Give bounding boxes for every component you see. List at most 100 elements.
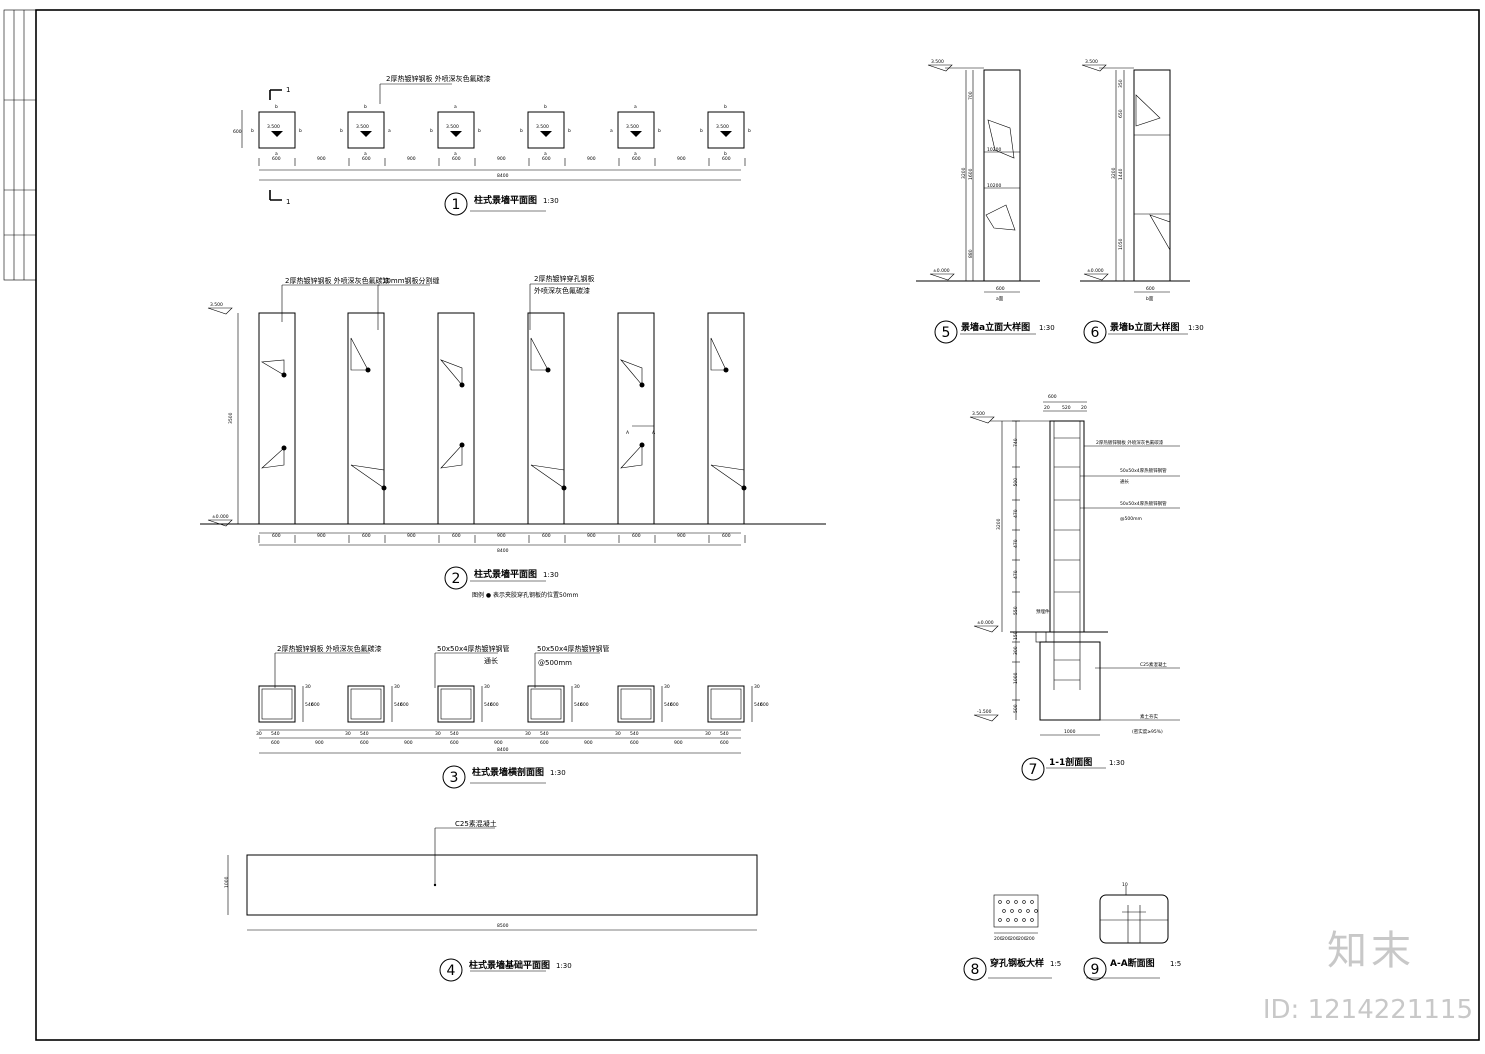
d8-dim: 200 — [1010, 936, 1019, 942]
d8-hole — [1034, 909, 1038, 913]
d2-seg-dim: 900 — [407, 533, 416, 539]
d1-seg-dim: 900 — [587, 156, 596, 162]
d2-anchor-dot — [723, 367, 729, 373]
d6-base: 600 — [1146, 286, 1155, 292]
d1-height-dim: 600 — [233, 129, 242, 135]
d7-w-top: 600 — [1048, 394, 1057, 400]
d3-v-dim: 540 — [484, 702, 493, 708]
d7-note-a: 2厚热镀锌钢板 外喷深灰色氟碳漆 — [1096, 439, 1164, 446]
d5-small-1: 10200 — [987, 183, 1001, 189]
d8-hole — [1022, 918, 1026, 922]
d2-seg-dim: 600 — [722, 533, 731, 539]
d2-seg-dim: 600 — [272, 533, 281, 539]
d1-cut-label-top: 1 — [286, 86, 290, 94]
d2-sub: 图例 ● 表示夹胶穿孔钢板的位置50mm — [472, 591, 579, 599]
drawing-5-elevation-a: 3.500 ±0.000 3200 700 1600 880 10200 102… — [916, 59, 1040, 335]
d2-seg-dim: 600 — [632, 533, 641, 539]
d8-hole — [1014, 918, 1018, 922]
d7-v-dim-bot: 150 — [1013, 631, 1019, 640]
d2-seg-dim: 900 — [587, 533, 596, 539]
d4-height: 1000 — [224, 876, 230, 888]
d1-left-letter: b — [520, 128, 523, 134]
d7-footing — [1039, 641, 1101, 721]
d2-number: 2 — [452, 571, 461, 587]
d1-elev-marker — [720, 131, 732, 137]
sheet-border — [35, 9, 1480, 1041]
d4-number: 4 — [447, 963, 456, 979]
d4-note: C25素混凝土 — [455, 819, 497, 828]
d5-elev-bot: ±0.000 — [933, 268, 950, 274]
d5-scale: 1:30 — [1039, 324, 1055, 332]
d2-height: 3500 — [228, 412, 234, 424]
d3-inner: 540 — [450, 731, 459, 737]
d3-v-total: 600 — [400, 702, 409, 708]
d1-top-letter: b — [364, 104, 367, 110]
d5-label: a面 — [996, 296, 1004, 302]
d6-label: b面 — [1146, 296, 1154, 302]
d6-hatch-lower — [1149, 214, 1171, 252]
d1-scale: 1:30 — [543, 197, 559, 205]
d3-v-side: 30 — [664, 684, 670, 690]
d3-box-outer — [527, 685, 565, 723]
d2-anchor-dot — [639, 442, 645, 448]
d2-note-a: 2厚热镀锌钢板 外喷深灰色氟碳漆 — [285, 276, 390, 285]
d1-right-letter: b — [478, 128, 481, 134]
d1-total: 8400 — [497, 173, 509, 179]
d1-column-plan — [258, 111, 296, 149]
d2-seg-dim: 600 — [362, 533, 371, 539]
d3-width: 600 — [450, 740, 459, 746]
d1-cut-label-bot: 1 — [286, 198, 290, 206]
d1-elev-marker — [450, 131, 462, 137]
d3-v-total: 600 — [311, 702, 320, 708]
d1-elev-marker — [540, 131, 552, 137]
d8-dim: 200 — [1018, 936, 1027, 942]
d8-hole — [998, 900, 1002, 904]
d7-v-dim-bot: 500 — [1013, 704, 1019, 713]
d1-column-plan — [707, 111, 745, 149]
d2-note-c: 2厚热镀锌穿孔钢板 — [534, 274, 594, 283]
d2-hatch — [350, 337, 369, 371]
d3-inner: 540 — [271, 731, 280, 737]
d8-plate — [993, 894, 1039, 928]
d7-note-e2: (密实度≥95%) — [1132, 728, 1163, 735]
d6-number: 6 — [1091, 325, 1100, 341]
d1-number-circle — [444, 192, 468, 216]
d5-number-circle — [934, 320, 958, 344]
d1-seg-dim: 600 — [272, 156, 281, 162]
d3-v-total: 600 — [670, 702, 679, 708]
d7-v-dim: 470 — [1013, 509, 1019, 518]
d3-v-dim: 540 — [574, 702, 583, 708]
d2-seg-dim: 900 — [677, 533, 686, 539]
d3-number-circle — [442, 765, 466, 789]
d3-box-outer — [347, 685, 385, 723]
d2-column-panel — [617, 312, 655, 525]
drawing-7-section-1-1: 600 20 520 20 3.500 ±0.000 -1.500 3200 7… — [969, 394, 1180, 769]
d3-gap: 900 — [674, 740, 683, 746]
d8-hole — [1026, 909, 1030, 913]
d1-seg-dim: 600 — [452, 156, 461, 162]
d1-bottom-letter: a — [544, 152, 547, 157]
d8-number-circle — [963, 957, 987, 981]
d2-hatch — [440, 444, 463, 469]
d1-title: 柱式景墙平面图 — [474, 194, 537, 206]
d1-seg-dim: 900 — [317, 156, 326, 162]
d3-note-c2: @500mm — [538, 659, 572, 667]
d7-note-b2: 通长 — [1120, 478, 1129, 485]
d3-width: 600 — [630, 740, 639, 746]
d9-scale: 1:5 — [1170, 960, 1181, 968]
d6-total: 3200 — [1111, 167, 1117, 179]
d2-scale: 1:30 — [543, 571, 559, 579]
d7-w-part-1: 520 — [1062, 405, 1071, 411]
d2-column-panel — [527, 312, 565, 525]
d8-hole — [1002, 909, 1006, 913]
d2-anchor-dot — [281, 372, 287, 378]
d3-width: 600 — [540, 740, 549, 746]
d6-elev-top: 3.500 — [1085, 59, 1098, 65]
d9-number: 9 — [1091, 962, 1100, 978]
d3-v-side: 30 — [394, 684, 400, 690]
d7-number: 7 — [1029, 762, 1038, 778]
d8-dim: 200 — [994, 936, 1003, 942]
d2-number-circle — [444, 566, 468, 590]
d6-dim-0: 350 — [1118, 79, 1124, 88]
d7-v-dim-bot: 1000 — [1013, 672, 1019, 684]
